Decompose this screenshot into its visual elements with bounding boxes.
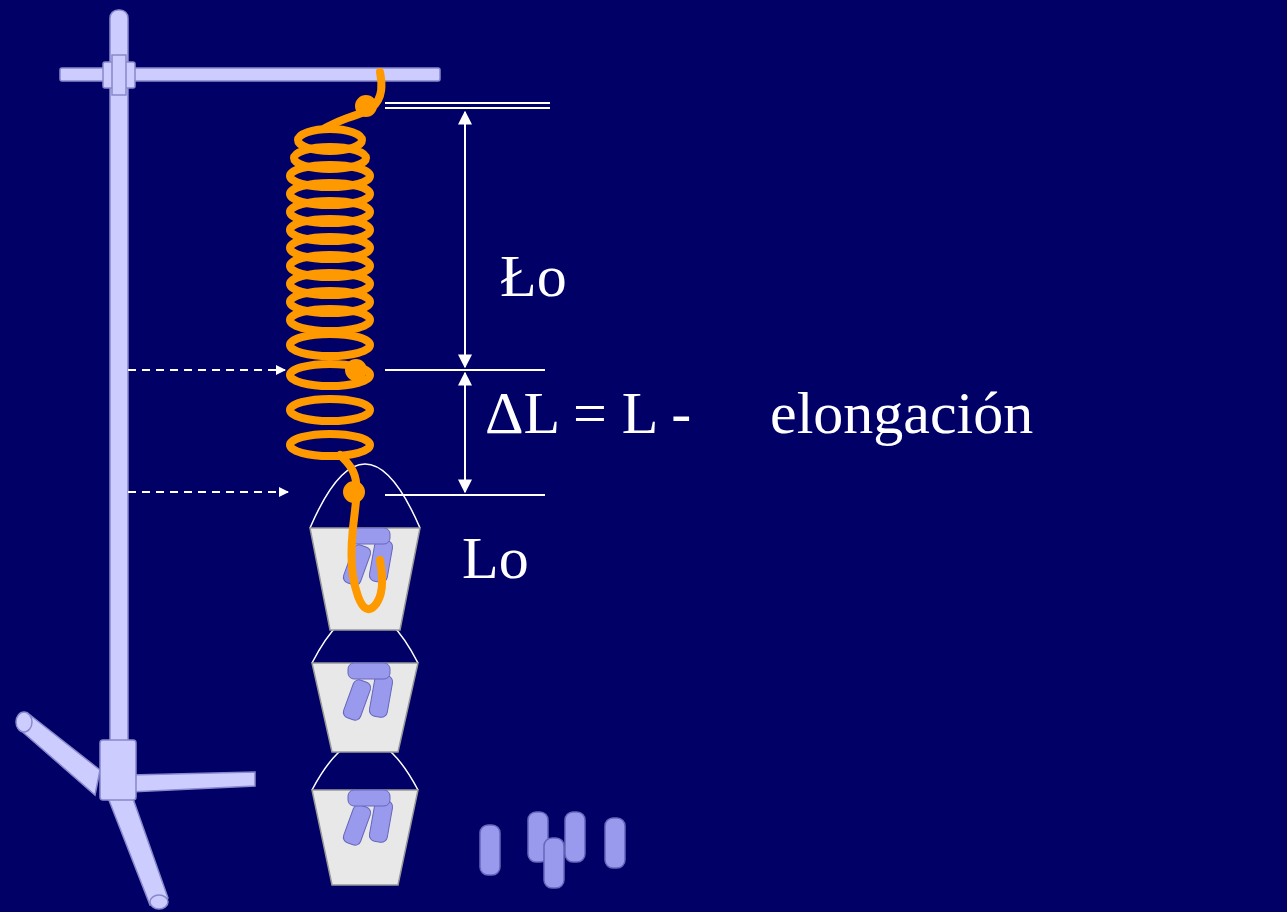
spring-winding bbox=[290, 434, 370, 456]
support-stand bbox=[16, 10, 440, 909]
spring-winding bbox=[290, 364, 370, 386]
spring-winding bbox=[290, 334, 370, 356]
spring-winding bbox=[290, 309, 370, 331]
weight-baskets bbox=[310, 464, 420, 885]
spring-end bbox=[359, 99, 373, 113]
spring-winding bbox=[290, 399, 370, 421]
length-label: Ło bbox=[500, 246, 567, 306]
spring-hook bbox=[340, 455, 382, 609]
elongation-label: elongación bbox=[770, 383, 1033, 443]
spring-mark bbox=[349, 363, 363, 377]
length-label: Lo bbox=[462, 528, 529, 588]
pointer-arrow bbox=[128, 370, 288, 492]
spring-hook bbox=[325, 72, 381, 128]
loose-weights bbox=[480, 812, 625, 888]
spring-coil bbox=[290, 72, 382, 609]
spring-mark bbox=[347, 485, 361, 499]
elongation-formula: ΔL = L - bbox=[485, 383, 691, 443]
